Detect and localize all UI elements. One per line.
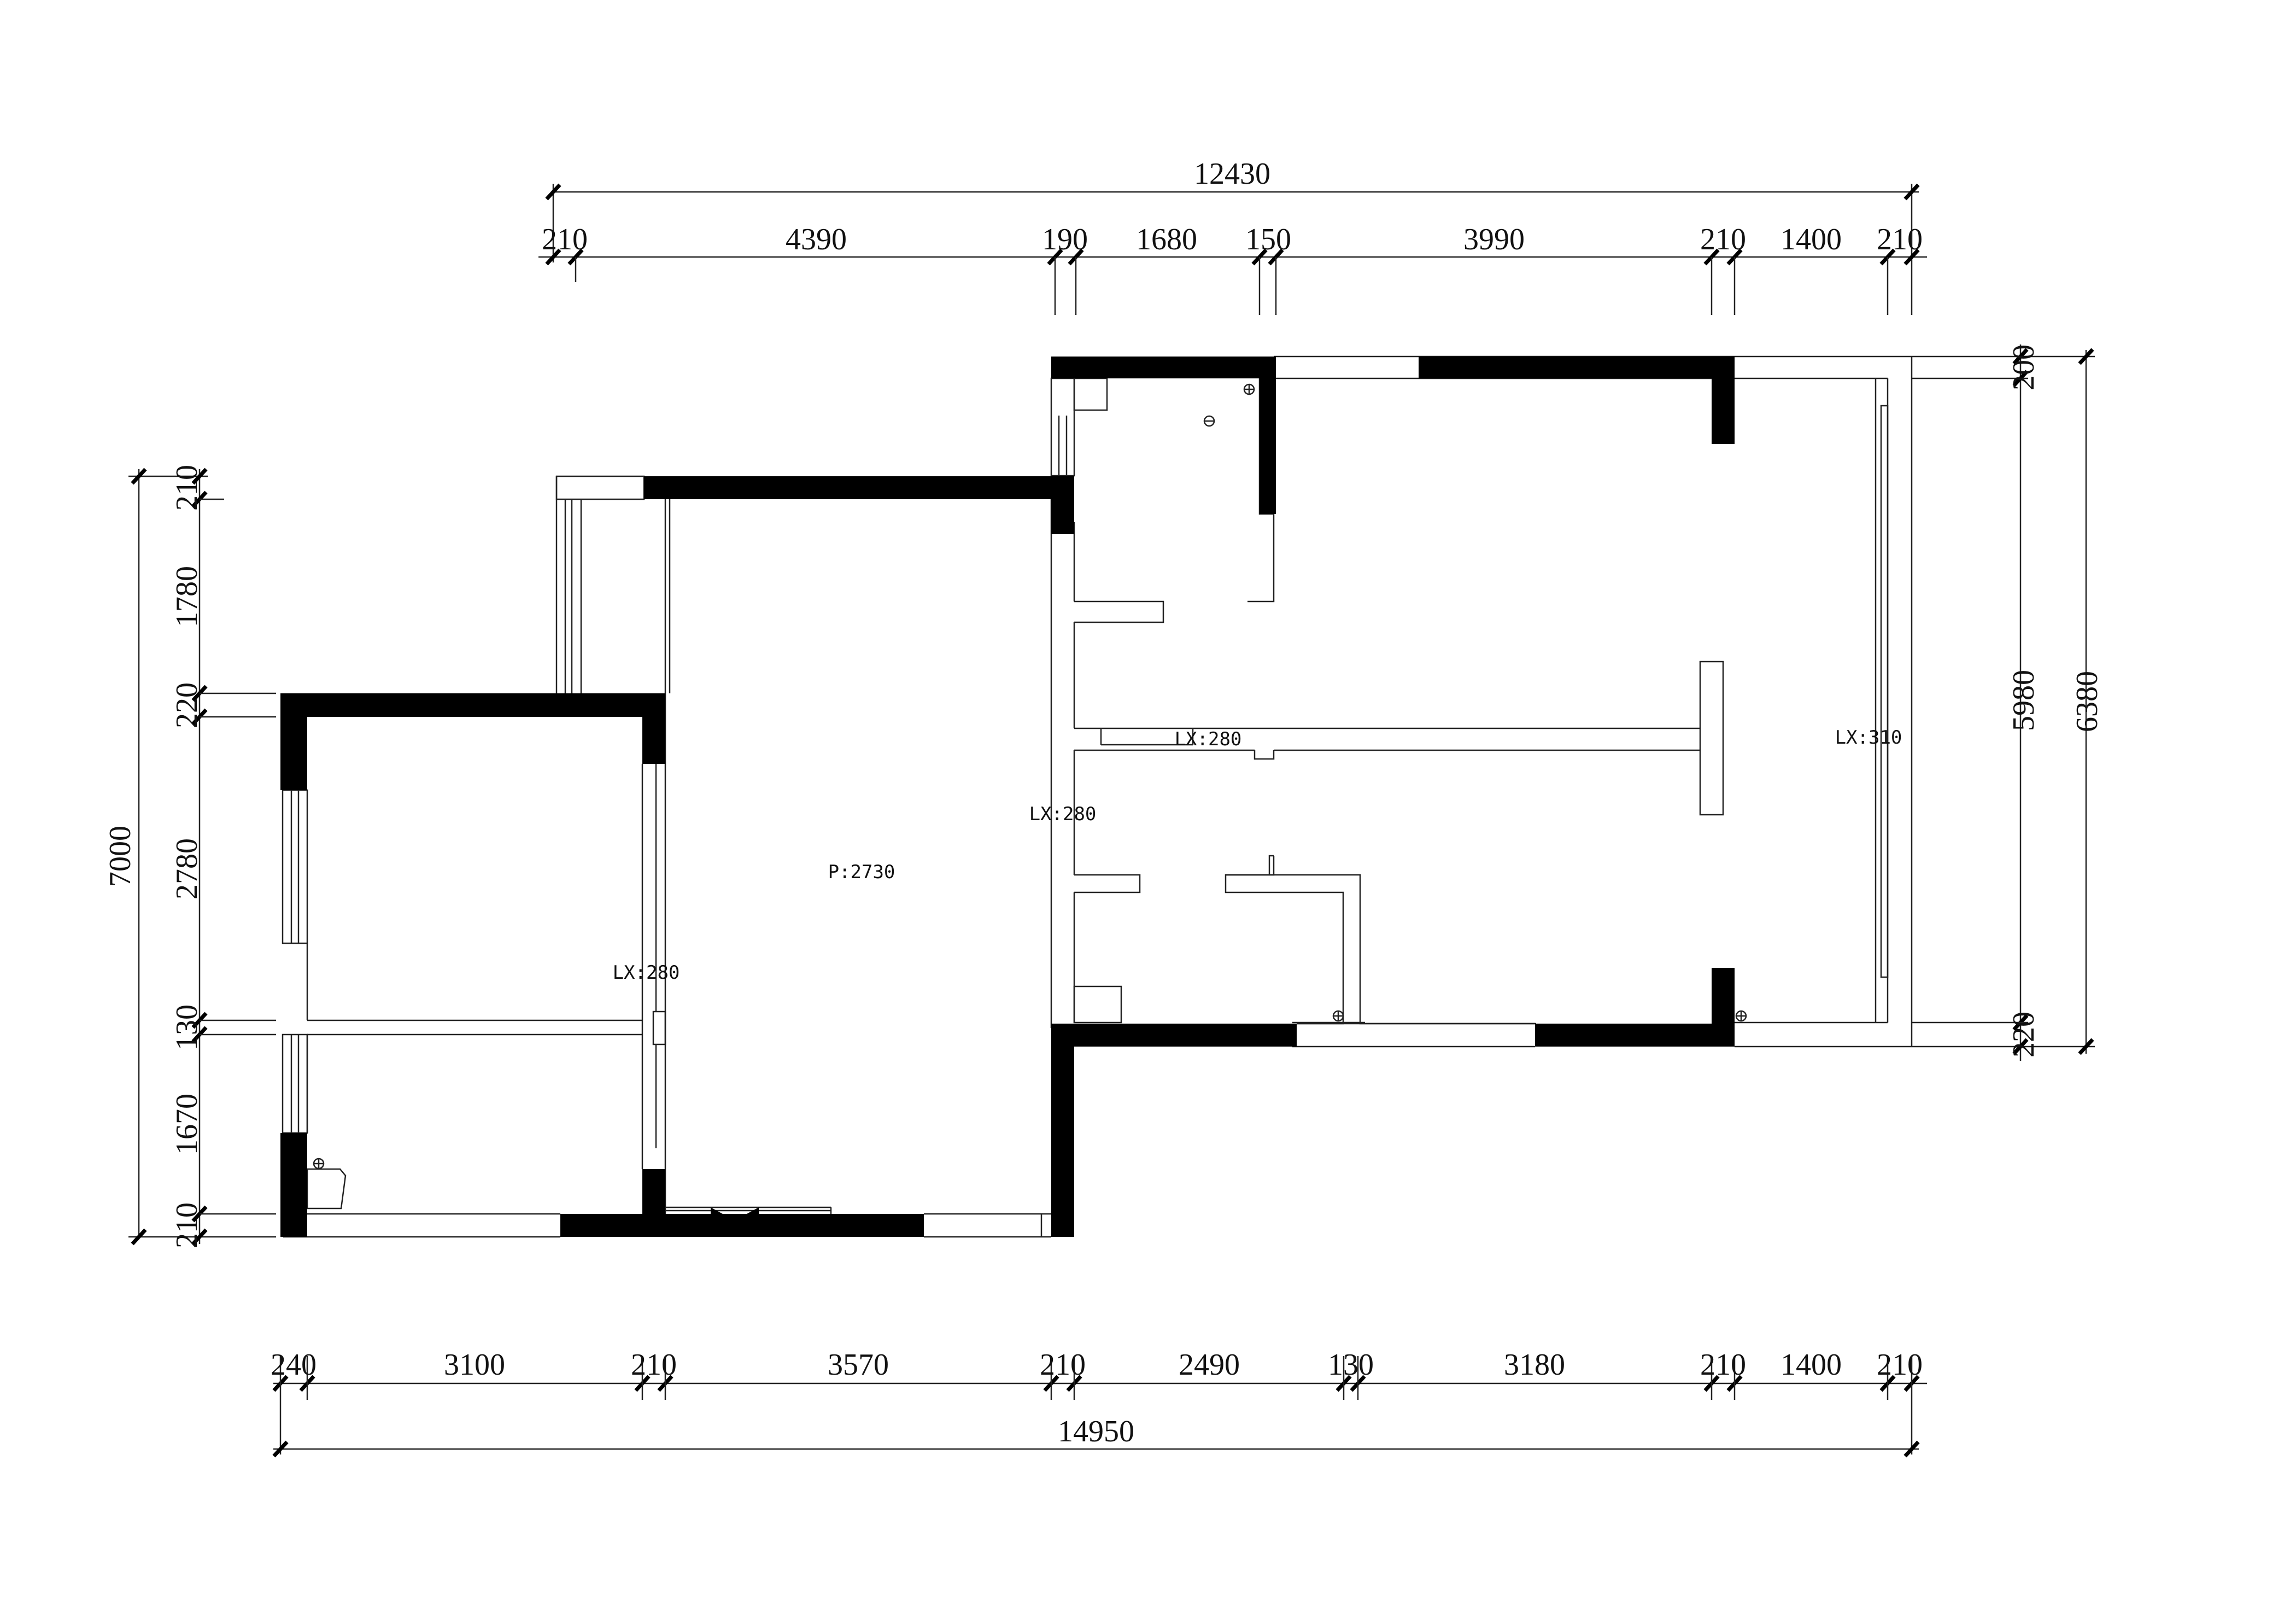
left-segment-1: 210 — [170, 465, 204, 511]
door-marker — [711, 1207, 759, 1214]
top-segment-5: 150 — [1245, 223, 1291, 256]
label-corridor: LX:280 — [1029, 803, 1097, 825]
top-segment-3: 190 — [1042, 223, 1088, 256]
top-segment-2: 4390 — [786, 223, 847, 256]
right-dimension-chain: 200 5980 220 6380 — [1912, 344, 2104, 1061]
top-segment-7: 210 — [1700, 223, 1746, 256]
wall-top-right-b — [1419, 357, 1735, 444]
solid-walls — [280, 357, 1735, 1237]
bottom-segment-4: 3570 — [828, 1348, 889, 1382]
left-segment-7: 210 — [170, 1202, 204, 1248]
top-segment-8: 1400 — [1780, 223, 1842, 256]
label-upper-corridor: LX:280 — [1175, 728, 1242, 750]
bottom-segment-11: 210 — [1877, 1348, 1923, 1382]
wall-left-room — [280, 693, 665, 790]
wall-top-right-a — [1051, 357, 1276, 514]
left-segment-3: 220 — [170, 682, 204, 728]
label-left-room: LX:280 — [613, 962, 680, 984]
left-segment-5: 130 — [170, 1004, 204, 1050]
thin-outlines — [282, 355, 1913, 1238]
bottom-dimension-chain: 240 3100 210 3570 210 2490 130 3180 210 … — [271, 1348, 1927, 1458]
bottom-overall-dimension: 14950 — [1058, 1415, 1134, 1448]
left-dimension-chain: 7000 210 1780 220 2780 130 1670 210 — [103, 465, 276, 1248]
bottom-segment-8: 3180 — [1504, 1348, 1565, 1382]
label-center-room: P:2730 — [828, 861, 895, 883]
bottom-segment-9: 210 — [1700, 1348, 1746, 1382]
right-segment-3: 220 — [2007, 1012, 2041, 1058]
bottom-segment-7: 130 — [1328, 1348, 1374, 1382]
bottom-segment-6: 2490 — [1179, 1348, 1240, 1382]
bottom-segment-5: 210 — [1040, 1348, 1086, 1382]
bottom-segment-2: 3100 — [444, 1348, 505, 1382]
top-overall-dimension: 12430 — [1194, 157, 1270, 191]
left-segment-2: 1780 — [170, 566, 204, 627]
wall-bottom — [560, 1169, 924, 1237]
bottom-segment-10: 1400 — [1780, 1348, 1842, 1382]
label-far-right: LX:310 — [1835, 727, 1902, 749]
right-overall-dimension: 6380 — [2070, 671, 2104, 732]
left-segment-4: 2780 — [170, 838, 204, 899]
top-segment-9: 210 — [1877, 223, 1923, 256]
top-segment-6: 3990 — [1463, 223, 1525, 256]
right-segment-1: 200 — [2007, 344, 2041, 390]
wall-top-center — [644, 476, 1074, 534]
bottom-segment-1: 240 — [271, 1348, 317, 1382]
left-segment-6: 1670 — [170, 1094, 204, 1155]
top-segment-1: 210 — [542, 223, 588, 256]
room-labels: LX:280 LX:280 LX:310 P:2730 LX:280 — [613, 727, 1902, 984]
wall-bottom-right — [1535, 968, 1735, 1047]
top-segment-4: 1680 — [1136, 223, 1197, 256]
right-segment-2: 5980 — [2007, 670, 2041, 731]
top-dimension-chain: 12430 210 4390 190 1680 150 — [538, 157, 1927, 315]
wall-left-bottom — [280, 1133, 307, 1237]
wall-lower-right — [1051, 1024, 1297, 1237]
bottom-segment-3: 210 — [631, 1348, 677, 1382]
left-overall-dimension: 7000 — [103, 826, 137, 887]
